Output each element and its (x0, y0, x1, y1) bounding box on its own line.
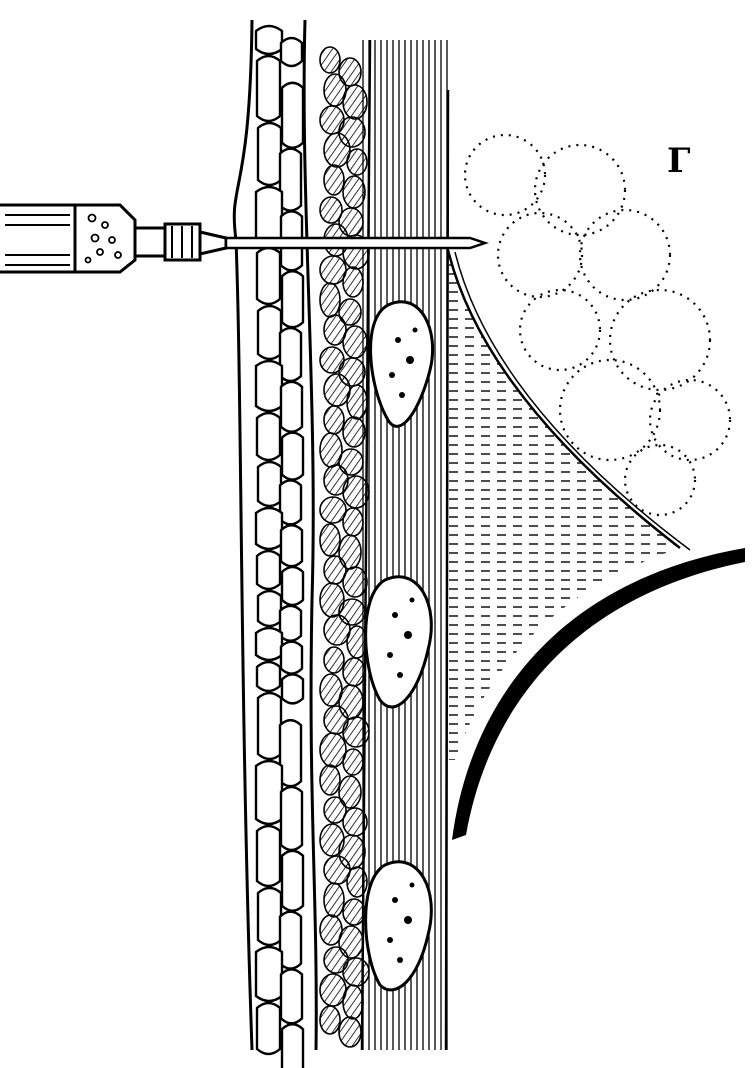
fat-lobule (319, 1005, 341, 1035)
muscle-border-left (360, 39, 372, 1051)
epidermal-cell (254, 506, 284, 551)
epidermal-cell (254, 759, 284, 826)
epidermal-cell (256, 304, 283, 361)
fat-lobule (319, 523, 341, 557)
fluid-space (448, 250, 680, 760)
fat-lobule (319, 46, 341, 74)
epidermal-cell (255, 660, 282, 693)
skin-layer (232, 19, 318, 1051)
membrane-line (446, 249, 681, 549)
epidermal-cell (255, 411, 282, 462)
epidermal-cell (254, 24, 284, 56)
fat-lobule (323, 164, 345, 196)
epidermal-cell (279, 36, 304, 68)
epidermal-cell (278, 479, 303, 526)
epidermal-cell (256, 589, 283, 628)
epidermal-cell (254, 626, 284, 662)
epidermal-cell (255, 246, 282, 306)
fat-lobule (319, 764, 341, 796)
epidermal-cell (280, 270, 305, 329)
epidermal-cell (255, 1001, 282, 1056)
epidermal-cell (256, 460, 283, 508)
fat-lobule (323, 646, 345, 674)
fat-lobule (338, 1016, 362, 1048)
epidermal-cell (278, 147, 303, 212)
fat-lobule (323, 796, 347, 824)
epidermal-cell (279, 524, 304, 568)
fat-lobule (319, 973, 347, 1007)
epidermal-cell (280, 565, 305, 607)
fat-lobule (323, 314, 347, 346)
fat-lobule (323, 373, 351, 407)
epidermal-cell (280, 849, 305, 912)
fat-lobule (319, 196, 343, 224)
fat-lobule (319, 732, 347, 768)
epidermal-cell (279, 785, 304, 852)
epidermal-cell (255, 549, 282, 591)
epidermal-cell (255, 54, 282, 123)
epidermal-cells (254, 24, 305, 1068)
epidermal-cell (280, 81, 305, 149)
fat-lobule (319, 255, 347, 285)
dotted-structures (463, 133, 732, 517)
fat-lobule (323, 855, 351, 885)
fat-lobule (323, 132, 351, 168)
syringe-icon (0, 203, 228, 274)
fat-lobule (319, 914, 343, 946)
fat-lobule (319, 496, 347, 524)
epidermal-cell (256, 691, 283, 761)
epidermal-cell (279, 968, 304, 1025)
epidermal-cell (255, 824, 282, 888)
fat-lobule (323, 614, 351, 646)
epidermal-cell (280, 1023, 305, 1068)
epidermal-cell (279, 380, 304, 433)
epidermal-cell (280, 673, 305, 705)
epidermal-cell (278, 604, 303, 642)
bone-arc (452, 548, 745, 840)
muscle-border-right (444, 89, 450, 1051)
needle-icon (224, 236, 489, 250)
epidermal-cell (278, 326, 303, 383)
epidermal-cell (254, 359, 284, 413)
epidermal-cell (278, 910, 303, 970)
membrane-line-inner (454, 251, 691, 551)
fat-lobule (319, 282, 341, 318)
epidermal-cell (256, 886, 283, 947)
epidermal-cell (256, 121, 283, 187)
epidermal-cell (280, 431, 305, 481)
epidermal-cell (279, 640, 304, 675)
epidermal-cell (278, 719, 303, 788)
figure-label: Г (667, 141, 691, 181)
fat-lobule (323, 405, 345, 435)
ovoid-bodies (364, 300, 435, 992)
fat-lobule (323, 882, 345, 918)
epidermal-cell (254, 945, 284, 1003)
